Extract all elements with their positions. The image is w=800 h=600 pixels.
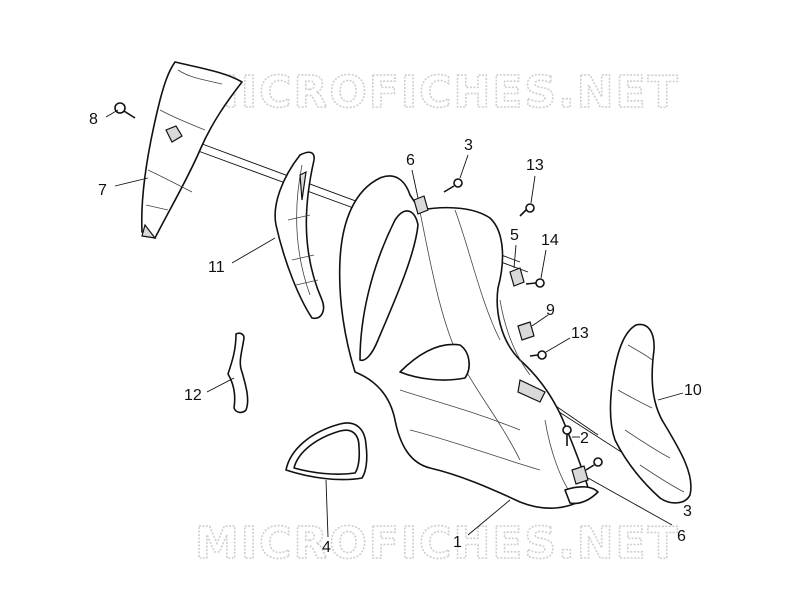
part-11-inner-trim: [274, 151, 325, 320]
part-12-rubber-strip: [227, 332, 249, 414]
leader-lines: [105, 109, 684, 538]
callout-2: 2: [580, 430, 589, 447]
callout-1: 1: [453, 534, 462, 551]
callout-13-top: 13: [526, 157, 544, 174]
callout-13-mid: 13: [571, 325, 589, 342]
part-5-clip: [509, 267, 525, 287]
callout-4: 4: [322, 539, 331, 556]
part-2-screw: [562, 425, 572, 446]
part-13-screw-top: [519, 203, 535, 217]
callout-14: 14: [541, 232, 559, 249]
part-3-screw-top: [443, 178, 463, 193]
callout-3-top: 3: [464, 137, 473, 154]
part-6-clip-bottom: [571, 465, 589, 485]
callout-6-bottom: 6: [677, 528, 686, 545]
callout-11: 11: [208, 259, 225, 276]
part-4-gasket-ring: [285, 422, 368, 481]
part-14-screw: [525, 278, 545, 288]
callout-9: 9: [546, 302, 555, 319]
part-9-clip: [517, 321, 535, 341]
part-13-screw-mid: [529, 350, 547, 360]
callout-7: 7: [98, 182, 107, 199]
callout-3-bottom: 3: [683, 503, 692, 520]
part-1-front-shield: [338, 175, 599, 509]
part-7-side-panel: [140, 61, 243, 239]
watermark-top: MICROFICHES.NET: [195, 67, 680, 118]
callout-6-top: 6: [406, 152, 415, 169]
part-6-clip-top: [413, 195, 429, 215]
callout-8: 8: [89, 111, 98, 128]
part-10-side-panel: [609, 323, 692, 504]
watermark-bottom: MICROFICHES.NET: [195, 518, 680, 569]
part-3-screw-bottom: [585, 457, 603, 471]
callout-12: 12: [184, 387, 202, 404]
callout-5: 5: [510, 227, 519, 244]
callout-10: 10: [684, 382, 702, 399]
